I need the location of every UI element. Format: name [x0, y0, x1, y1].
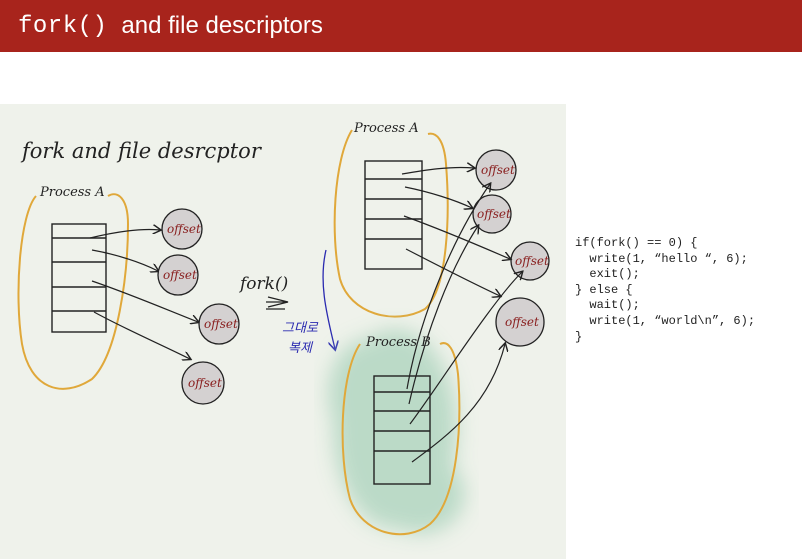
offset-circle-right-1: offset — [475, 149, 517, 191]
svg-text:offset: offset — [515, 254, 549, 268]
code-line: exit(); — [575, 267, 640, 282]
svg-text:offset: offset — [188, 376, 222, 390]
process-b-label: Process B — [365, 335, 431, 350]
offset-circle-right-2: offset — [472, 194, 512, 234]
process-a-right-outline — [333, 129, 449, 318]
diagram-canvas: fork and file desrcptor Process A offset… — [17, 121, 550, 536]
process-a-left-label: Process A — [39, 185, 105, 200]
korean-note-line-1: 그대로 — [282, 321, 319, 336]
svg-text:offset: offset — [167, 222, 201, 236]
offset-circle-left-2: offset — [157, 254, 199, 296]
offset-circle-left-1: offset — [161, 208, 203, 250]
fd-table-right-a — [364, 160, 423, 270]
blue-down-arrow — [322, 249, 335, 349]
process-b-outline — [341, 342, 461, 536]
fd-table-left — [51, 223, 107, 333]
process-b-green-cloud — [328, 329, 465, 534]
fd-arrows-left — [89, 229, 198, 359]
svg-text:offset: offset — [163, 268, 197, 282]
process-a-left-outline — [17, 193, 130, 390]
process-a-right-label: Process A — [353, 121, 419, 136]
slide-title-text: and file descriptors — [121, 12, 323, 39]
diagram-heading: fork and file desrcptor — [20, 139, 263, 163]
code-line: if(fork() == 0) { — [575, 236, 698, 250]
code-line: } — [575, 329, 583, 344]
svg-text:offset: offset — [505, 315, 539, 329]
fork-label: fork() — [238, 274, 288, 294]
code-line: } else { — [575, 282, 633, 297]
code-line: write(1, “world\n”, 6); — [575, 313, 756, 328]
offset-circle-right-4: offset — [495, 297, 545, 347]
hand-drawn-diagram: fork and file desrcptor Process A offset… — [0, 104, 566, 559]
fork-double-arrow — [266, 296, 289, 310]
offset-circle-left-3: offset — [198, 303, 240, 345]
fd-arrows-b — [406, 184, 522, 463]
code-line: wait(); — [575, 298, 640, 313]
offset-circle-right-3: offset — [510, 241, 550, 281]
code-line: write(1, “hello “, 6); — [575, 251, 748, 266]
code-snippet: if(fork() == 0) { write(1, “hello “, 6);… — [575, 236, 755, 345]
slide-title-bar: fork() and file descriptors — [0, 0, 802, 52]
svg-text:offset: offset — [477, 207, 511, 221]
svg-text:offset: offset — [481, 163, 515, 177]
svg-text:offset: offset — [204, 317, 238, 331]
korean-note-line-2: 복제 — [288, 341, 314, 356]
slide-title-code: fork() — [18, 12, 108, 40]
offset-circle-left-4: offset — [181, 361, 225, 405]
fd-table-b — [373, 375, 431, 485]
